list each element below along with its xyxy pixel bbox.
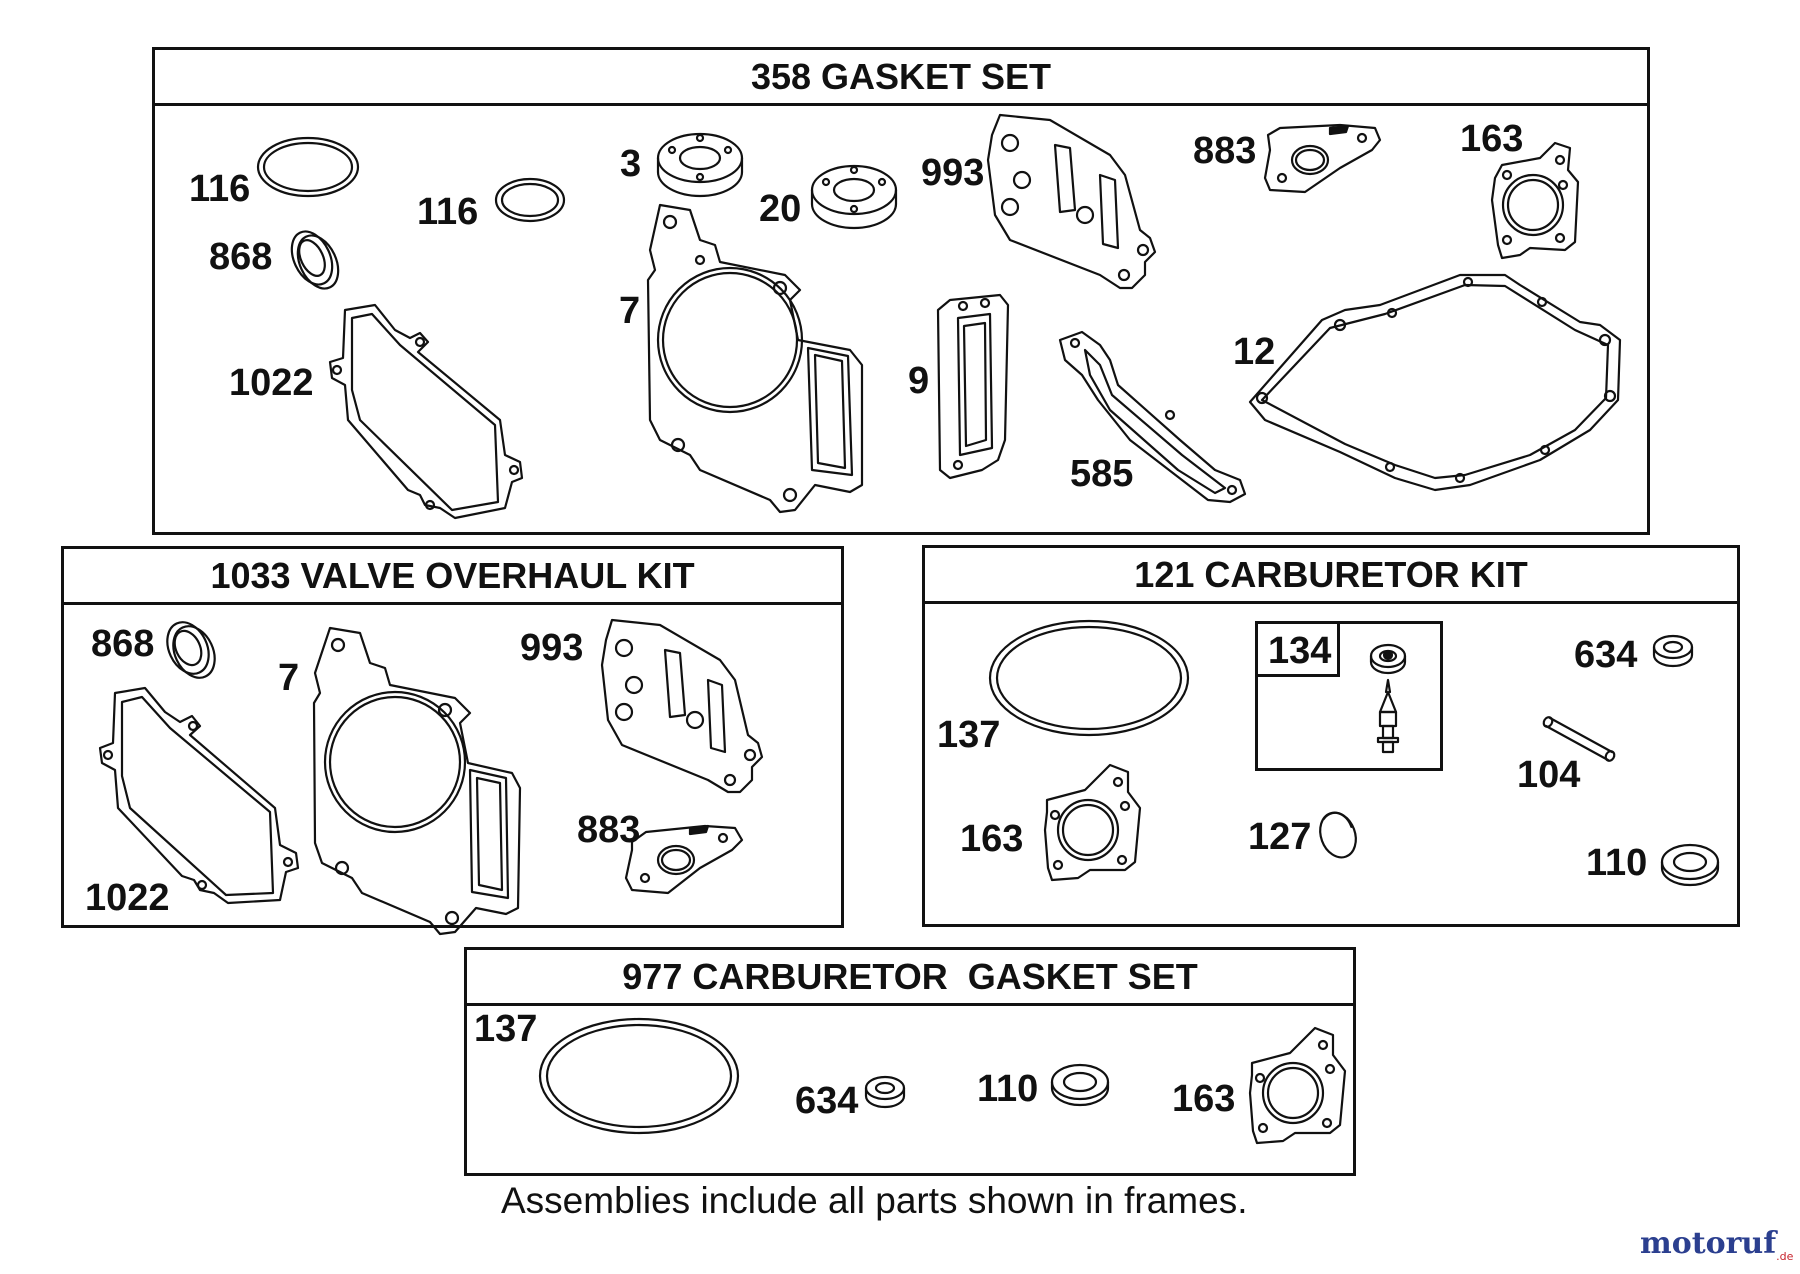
part-label-20: 20 <box>759 188 802 230</box>
part-label-127: 127 <box>1248 816 1312 858</box>
part-label-12: 12 <box>1233 331 1276 373</box>
part-label-116-b: 116 <box>417 191 479 233</box>
part-label-1022: 1022 <box>229 362 314 404</box>
gasket-9-drawing <box>936 293 1010 480</box>
part-label-110: 110 <box>977 1068 1039 1110</box>
part-label-163: 163 <box>960 818 1024 860</box>
part-label-163: 163 <box>1460 118 1524 160</box>
part-label-9: 9 <box>908 360 930 402</box>
frame-carburetor-gasket-set: 977 CARBURETOR GASKET SET 137 634 110 16… <box>464 947 1356 1176</box>
gasket-585-drawing <box>1058 330 1247 504</box>
washer-634-drawing <box>864 1075 906 1109</box>
frame-carb-gasket-set-title: 977 CARBURETOR GASKET SET <box>467 950 1353 1006</box>
seal-868-drawing <box>290 230 340 290</box>
part-label-116-a: 116 <box>189 168 251 210</box>
frame-carb-kit-title: 121 CARBURETOR KIT <box>925 548 1737 604</box>
part-label-137: 137 <box>937 714 1001 756</box>
o-ring-137-drawing <box>988 619 1190 737</box>
part-label-7: 7 <box>278 657 300 699</box>
footer-note: Assemblies include all parts shown in fr… <box>501 1180 1248 1221</box>
o-ring-137-drawing <box>538 1017 740 1135</box>
bearing-seal-20-drawing <box>810 164 898 230</box>
frame-carburetor-kit: 121 CARBURETOR KIT 137 134 634 104 163 1… <box>922 545 1740 927</box>
bearing-seal-3-drawing <box>656 132 744 198</box>
part-label-163: 163 <box>1172 1078 1236 1120</box>
pin-104-drawing <box>1542 716 1616 762</box>
gasket-883-drawing <box>1263 123 1382 194</box>
part-label-585: 585 <box>1070 453 1134 495</box>
part-label-1022: 1022 <box>85 877 170 919</box>
subassembly-134-box: 134 <box>1255 621 1443 771</box>
gasket-163-drawing <box>1490 141 1580 260</box>
frame-valve-kit-title: 1033 VALVE OVERHAUL KIT <box>64 549 841 605</box>
part-label-7: 7 <box>619 290 641 332</box>
gasket-163-drawing <box>1043 763 1142 882</box>
gasket-883-drawing <box>624 824 744 895</box>
washer-110-drawing <box>1660 843 1720 887</box>
part-label-868: 868 <box>91 623 155 665</box>
part-label-137: 137 <box>474 1008 538 1050</box>
washer-110-drawing <box>1050 1063 1110 1107</box>
watermark-suffix: .de <box>1776 1250 1794 1263</box>
watermark-logo: motoruf.de <box>1640 1226 1793 1263</box>
frame-gasket-set: 358 GASKET SET 116 116 868 1022 3 20 7 9… <box>152 47 1650 535</box>
part-label-634: 634 <box>795 1080 859 1122</box>
valve-cover-gasket-993-drawing <box>600 618 764 794</box>
o-ring-116-small-drawing <box>494 177 566 223</box>
head-gasket-7-drawing <box>312 626 522 936</box>
part-label-3: 3 <box>620 143 642 185</box>
part-label-868: 868 <box>209 236 273 278</box>
seal-868-drawing <box>166 621 216 679</box>
watermark-text: motoruf <box>1640 1226 1777 1261</box>
part-label-134: 134 <box>1268 630 1332 672</box>
head-gasket-7-drawing <box>646 203 864 514</box>
part-label-883: 883 <box>1193 130 1257 172</box>
welch-plug-127-drawing <box>1319 811 1357 859</box>
part-label-104: 104 <box>1517 754 1581 796</box>
gasket-1022-drawing <box>328 303 524 520</box>
gasket-163-drawing <box>1248 1026 1347 1145</box>
washer-634-drawing <box>1652 634 1694 668</box>
subassembly-134-label-box <box>1258 624 1340 677</box>
part-label-110: 110 <box>1586 842 1648 884</box>
frame-gasket-set-title: 358 GASKET SET <box>155 50 1647 106</box>
needle-seat-134-drawing <box>1369 643 1407 675</box>
gasket-1022-drawing <box>98 686 300 905</box>
part-label-634: 634 <box>1574 634 1638 676</box>
valve-cover-gasket-993-drawing <box>986 113 1157 290</box>
crankcase-gasket-12-drawing <box>1248 273 1622 492</box>
inlet-needle-134-drawing <box>1376 678 1400 754</box>
o-ring-116-large-drawing <box>256 136 360 198</box>
part-label-993: 993 <box>520 627 584 669</box>
part-label-993: 993 <box>921 152 985 194</box>
part-label-883: 883 <box>577 809 641 851</box>
